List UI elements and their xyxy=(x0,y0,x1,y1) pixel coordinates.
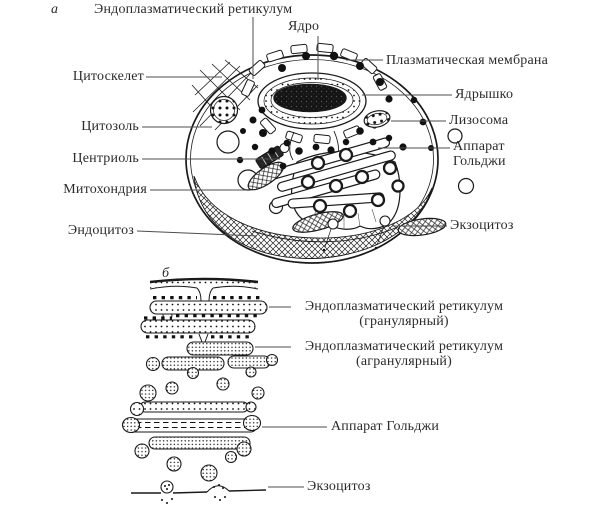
cytoplasm-granules xyxy=(236,51,434,170)
label-mitochondria: Митохондрия xyxy=(63,182,147,197)
exocytosis-membrane xyxy=(131,480,267,504)
golgi-stack xyxy=(121,401,262,482)
panel-a-cell-diagram xyxy=(136,17,475,264)
centriole-organelle xyxy=(255,142,290,169)
panel-b-letter: б xyxy=(162,266,170,281)
nucleus xyxy=(257,72,367,161)
label-exocytosis-a: Экзоцитоз xyxy=(450,218,514,233)
smooth-er xyxy=(145,341,279,380)
label-golgi-a-line2: Гольджи xyxy=(453,154,506,169)
label-golgi-a-line1: Аппарат xyxy=(453,139,505,154)
label-nucleus: Ядро xyxy=(288,19,320,34)
label-golgi-a: Аппарат Гольджи xyxy=(453,139,506,169)
label-er-agranular-line1: Эндоплазматический ретикулум xyxy=(304,339,504,354)
label-golgi-b: Аппарат Гольджи xyxy=(331,419,440,434)
label-er-granular-line1: Эндоплазматический ретикулум xyxy=(304,299,504,314)
nucleolus xyxy=(273,83,347,113)
label-nucleolus: Ядрышко xyxy=(455,87,514,102)
label-er-agranular-line2: (агранулярный) xyxy=(356,354,452,369)
label-plasma-membrane: Плазматическая мембрана xyxy=(386,53,549,68)
label-er-granular: Эндоплазматический ретикулум (гранулярны… xyxy=(292,299,516,329)
panel-a-leader-lines xyxy=(136,17,452,237)
label-cytosol: Цитозоль xyxy=(81,119,139,134)
panel-a-letter: а xyxy=(51,2,59,17)
label-cytoskeleton: Цитоскелет xyxy=(72,69,144,84)
label-endocytosis-a: Эндоцитоз xyxy=(67,223,134,238)
label-lysosome: Лизосома xyxy=(449,113,509,128)
label-er-a: Эндоплазматический ретикулум xyxy=(94,2,293,17)
mitochondria-organelles xyxy=(247,161,447,237)
label-er-granular-line2: (гранулярный) xyxy=(359,314,449,329)
label-er-agranular: Эндоплазматический ретикулум (агранулярн… xyxy=(292,339,516,369)
rough-er xyxy=(140,296,268,343)
panel-b-leader-lines xyxy=(255,306,327,488)
golgi-apparatus xyxy=(265,137,405,230)
label-centriole: Центриоль xyxy=(72,151,139,166)
label-exocytosis-b: Экзоцитоз xyxy=(307,479,371,494)
panel-b-membrane-diagram xyxy=(121,277,327,504)
endocytosis-pits xyxy=(322,215,391,252)
transport-vesicles xyxy=(139,377,265,402)
lysosome-organelle xyxy=(363,110,391,128)
nuclear-envelope xyxy=(149,277,259,302)
